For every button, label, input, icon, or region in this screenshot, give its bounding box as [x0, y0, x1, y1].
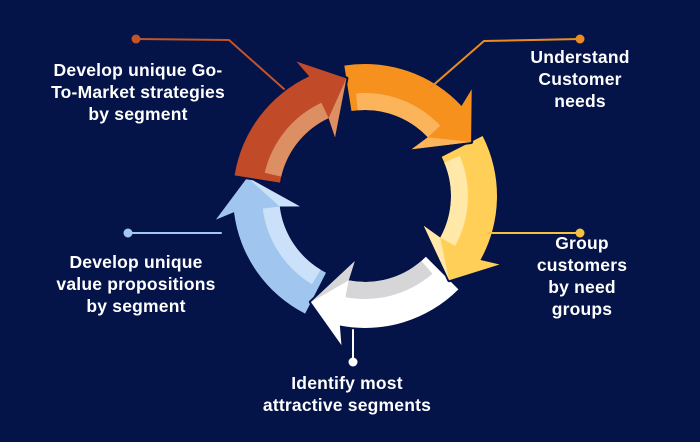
callout-understand-needs-line: [429, 38, 581, 89]
label-identify-segments: Identify most attractive segments: [262, 372, 432, 415]
callout-group-customers-dot: [575, 228, 585, 238]
arrow-value-propositions-head-face: [247, 177, 300, 207]
callout-gtm-strategies-line: [135, 38, 285, 90]
arrow-value-propositions-body: [213, 175, 328, 316]
label-understand-customer-needs: Understand Customer needs: [530, 46, 630, 112]
arrow-gtm-strategies-body: [232, 59, 349, 185]
callout-gtm-strategies: [131, 34, 285, 90]
arrow-gtm-strategies-highlight: [264, 102, 329, 177]
callout-understand-needs-dot: [575, 34, 585, 44]
arrow-gtm-strategies-head-face: [328, 78, 347, 138]
arrow-value-propositions: [213, 175, 328, 316]
arrow-understand-needs: [342, 62, 474, 152]
callout-group-customers: [487, 228, 585, 238]
callout-value-propositions-dot: [123, 228, 133, 238]
callout-understand-needs: [429, 34, 585, 89]
callout-value-propositions: [123, 228, 222, 238]
label-value-propositions: Develop unique value propositions by seg…: [56, 251, 216, 317]
callout-identify-segments-dot: [348, 357, 358, 367]
arrow-ring: [213, 59, 502, 348]
arrow-understand-needs-highlight: [356, 93, 441, 138]
arrow-identify-segments-highlight: [345, 260, 433, 299]
arrow-understand-needs-head-face: [411, 137, 472, 150]
arrow-identify-segments: [308, 254, 461, 348]
arrow-group-customers-highlight: [440, 155, 468, 246]
arrow-gtm-strategies: [232, 59, 349, 185]
callouts: [123, 34, 585, 367]
label-group-customers: Group customers by need groups: [536, 232, 628, 320]
callout-identify-segments: [348, 329, 358, 367]
callout-gtm-strategies-dot: [131, 34, 141, 44]
label-gtm-strategies: Develop unique Go- To-Market strategies …: [51, 59, 225, 125]
arrow-group-customers: [421, 134, 502, 283]
arrow-value-propositions-highlight: [262, 206, 321, 285]
